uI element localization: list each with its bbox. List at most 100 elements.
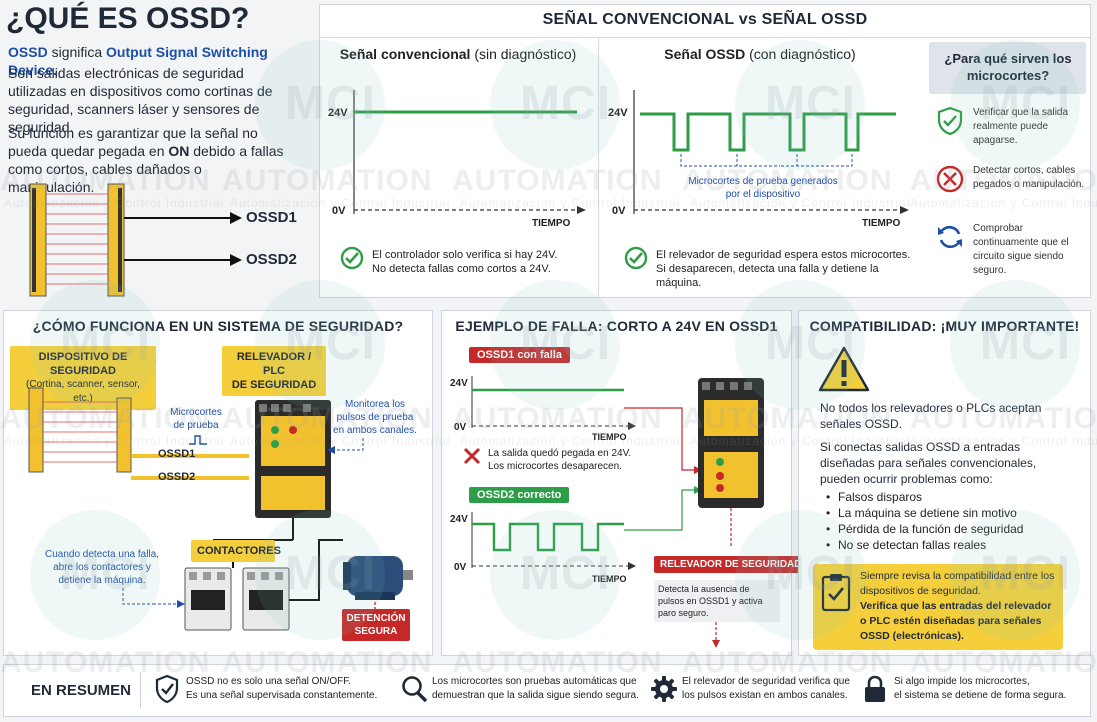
safe-stop-1: DETENCIÓN [346, 613, 406, 624]
watermark-word: AUTOMATION [682, 646, 893, 679]
system-ossd1-label: OSSD1 [158, 448, 196, 460]
relay-label: RELEVADOR / PLC DE SEGURIDAD [222, 346, 326, 396]
compat-problem-list: Falsos disparos La máquina se detiene si… [822, 489, 1072, 553]
summary-3-line1: Si algo impide los microcortes, [894, 676, 1030, 687]
watermark-brand: MCI [285, 317, 376, 370]
conv-note: El controlador solo verifica si hay 24V.… [372, 248, 594, 276]
compat-tip-box [813, 564, 1063, 650]
watermark-brand: MCI [980, 317, 1071, 370]
ossd2-correct-tag: OSSD2 correcto [469, 487, 570, 503]
watermark-word: AUTOMATION [0, 402, 211, 435]
compatibility-title: COMPATIBILIDAD: ¡MUY IMPORTANTE! [809, 318, 1080, 334]
conv-time-label: TIEMPO [532, 218, 571, 229]
fault-relay-note: Detecta la ausencia de pulsos en OSSD1 y… [654, 580, 780, 622]
contactors-label: CONTACTORES [191, 540, 281, 562]
system-ossd2-label: OSSD2 [158, 471, 196, 483]
compat-tip-text: Siempre revisa la compatibilidad entre l… [860, 569, 1058, 644]
fault-24v-label: 24V [450, 378, 468, 389]
device-label-text: DISPOSITIVO DE SEGURIDAD [38, 351, 128, 377]
summary-0-line1: OSSD no es solo una señal ON/OFF. [186, 676, 352, 687]
ok-24v-label: 24V [450, 514, 468, 525]
conv-24v-label: 24V [328, 107, 348, 119]
watermark-word: AUTOMATION [452, 646, 663, 679]
watermark-word: AUTOMATION [0, 646, 211, 679]
watermark-brand: MCI [60, 547, 151, 600]
ossd-check-icon [624, 246, 648, 270]
watermark-word: AUTOMATION [910, 646, 1097, 679]
ossd-signal-chart: 24V 0V TIEMPO [608, 90, 909, 229]
fault-x-icon [463, 447, 481, 465]
compat-paragraph-1: No todos los relevadores o PLCs aceptan … [820, 401, 1042, 431]
ok-0v-label: 0V [454, 562, 467, 573]
watermark-circle [255, 280, 385, 410]
ok-time-label: TIEMPO [592, 574, 627, 584]
watermark-brand: MCI [980, 77, 1071, 130]
watermark-circle [950, 40, 1080, 170]
fault-0v-label: 0V [454, 422, 467, 433]
system-panel-title: ¿CÓMO FUNCIONA EN UN SISTEMA DE SEGURIDA… [32, 318, 404, 334]
system-detect-note: Cuando detecta una falla, abre los conta… [45, 549, 159, 586]
watermark-circle [950, 510, 1080, 640]
system-diagram [28, 387, 413, 631]
watermark-circle [735, 40, 865, 170]
warning-icon [818, 346, 870, 392]
summary-text-safe-stop: Si algo impide los microcortes, el siste… [894, 675, 1066, 703]
conventional-signal-chart: 24V 0V TIEMPO [328, 90, 586, 229]
safe-stop-2: SEGURA [354, 626, 398, 637]
tip-bold: Verifica que las entradas del relevador … [860, 600, 1052, 642]
watermark-word: AUTOMATION [682, 402, 893, 435]
watermark-brand: MCI [980, 547, 1071, 600]
compat-problem-item: Falsos disparos [822, 489, 1072, 505]
watermark-word: AUTOMATION [452, 402, 663, 435]
watermark-word: AUTOMATION [452, 164, 663, 197]
watermark-sub: Automatización y Control Industrial [910, 196, 1097, 210]
watermark-brand: MCI [520, 317, 611, 370]
watermark-sub: Automatización y Control Industrial [910, 434, 1097, 448]
intro-ossd1-label: OSSD1 [246, 209, 297, 226]
watermark-circle [30, 280, 160, 410]
conv-rest: (sin diagnóstico) [470, 46, 577, 62]
watermark-circle [255, 40, 385, 170]
watermark-sub: Automatización y Control Industrial [4, 196, 225, 210]
watermark-word: AUTOMATION [222, 402, 433, 435]
watermark-brand: MCI [285, 77, 376, 130]
compat-problem-item: Pérdida de la función de seguridad [822, 521, 1072, 537]
watermark-circle [950, 280, 1080, 410]
summary-3-line2: el sistema se detiene de forma segura. [894, 690, 1067, 701]
shield-check-icon [937, 106, 963, 136]
fault-relay-illustration [624, 378, 764, 648]
summary-bar [3, 664, 1091, 717]
compat-problem-item: No se detectan fallas reales [822, 537, 1072, 553]
compat-problem-item: La máquina se detiene sin motivo [822, 505, 1072, 521]
para2-a: Su función es garantizar que la señal no… [8, 125, 258, 159]
signal-panel-mid-divider [598, 38, 599, 297]
watermark-circle [735, 280, 865, 410]
relay-label-1: RELEVADOR / PLC [236, 351, 312, 377]
page-title: ¿QUÉ ES OSSD? [6, 2, 250, 35]
signal-panel-title: SEÑAL CONVENCIONAL vs SEÑAL OSSD [542, 11, 868, 28]
intro-mid: significa [47, 44, 107, 60]
system-monitor-note: Monitorea los pulsos de prueba en ambos … [333, 399, 417, 436]
watermark-circle [735, 510, 865, 640]
summary-text-supervised: OSSD no es solo una señal ON/OFF. Es una… [186, 675, 377, 703]
watermark-circle [255, 510, 385, 640]
x-circle-icon [936, 165, 964, 193]
watermark-brand: MCI [520, 77, 611, 130]
ossd2-pulse-line [472, 522, 624, 552]
watermark-word: AUTOMATION [910, 164, 1097, 197]
watermark-word: AUTOMATION [682, 164, 893, 197]
summary-1-line1: Los microcortes son pruebas automáticas … [432, 676, 637, 687]
ossd-0v-label: 0V [612, 205, 626, 217]
summary-1-line2: demuestran que la salida sigue siendo se… [432, 690, 639, 701]
watermark-word: AUTOMATION [222, 646, 433, 679]
ossd-subtitle: Señal OSSD (con diagnóstico) [600, 46, 920, 62]
micro-label-1: Microcortes [170, 407, 222, 418]
watermark-circle [490, 40, 620, 170]
conv-0v-label: 0V [332, 205, 346, 217]
watermark-sub: Automatización y Control Industrial [460, 434, 681, 448]
conv-note-2: No detecta fallas como cortos a 24V. [372, 263, 551, 275]
conv-bold: Señal convencional [339, 46, 471, 62]
microcuts-purpose-box [929, 42, 1086, 94]
ossd2-correct-chart: 24V 0V TIEMPO [450, 512, 636, 584]
ossd-signal-line [640, 112, 896, 152]
